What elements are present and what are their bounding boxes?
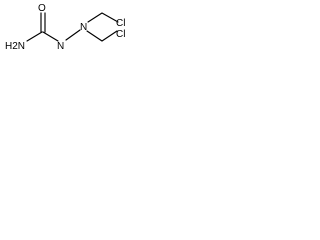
atom-label-chlorine-upper: Cl: [116, 18, 125, 29]
molecule-structure: H2N O N N Cl Cl: [5, 3, 125, 52]
atom-label-oxygen: O: [38, 3, 46, 14]
atom-label-chlorine-lower: Cl: [116, 29, 125, 40]
atom-label-amine: H2N: [5, 41, 25, 52]
bond-amine-carbon: [26, 31, 43, 42]
structure-diagram: H2N O N N Cl Cl: [0, 0, 134, 85]
bonds: [26, 12, 119, 42]
atom-label-nitrogen-2: N: [80, 22, 87, 33]
bond-lower-chloroethyl: [86, 30, 118, 42]
bond-carbon-nitrogen: [42, 31, 59, 42]
atom-label-nitrogen-1: N: [57, 41, 64, 52]
bond-nitrogen-nitrogen: [65, 29, 81, 41]
bond-upper-chloroethyl: [87, 12, 119, 23]
